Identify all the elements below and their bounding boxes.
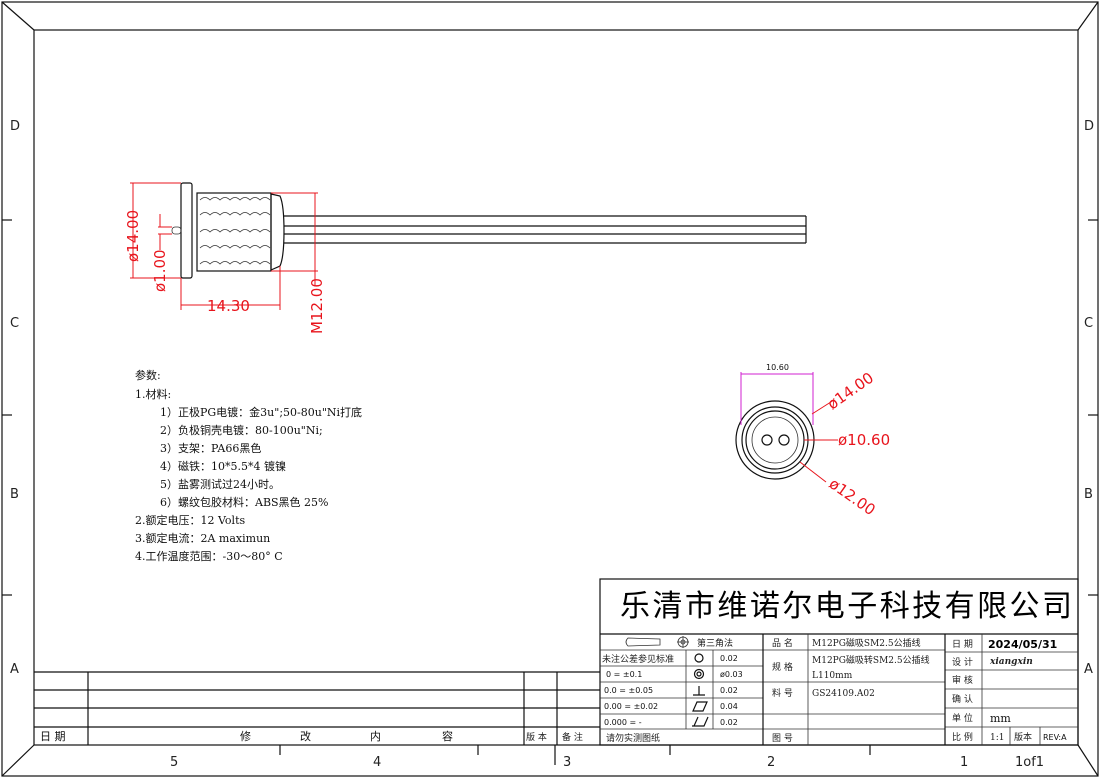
zone-c-left: C (10, 316, 19, 331)
note-line: 2.额定电压：12 Volts (135, 513, 245, 527)
tolerance-row: 0 = ±0.1 (606, 670, 642, 679)
note-line: 1.材料: (135, 387, 171, 401)
scale-value: 1:1 (990, 733, 1004, 743)
profile-value: 0.02 (720, 718, 738, 727)
rev-header-content: 容 (442, 729, 453, 743)
designer-value: xiangxin (989, 657, 1033, 667)
zone-b-left: B (10, 487, 19, 502)
dim-front-d14: ø14.00 (824, 369, 877, 414)
zone-1: 1 (960, 755, 968, 770)
projection-method: 第三角法 (697, 637, 733, 649)
zone-3: 3 (563, 755, 571, 770)
zone-c-right: C (1084, 316, 1093, 331)
spec-line-1: M12PG磁吸转SM2.5公插线 (812, 654, 930, 666)
profile-icon (692, 716, 709, 727)
dim-pin-diameter: ø1.00 (151, 249, 169, 292)
label-unit: 单 位 (952, 712, 973, 724)
zone-4: 4 (373, 755, 381, 770)
tolerance-row: 0.000 = - (604, 718, 642, 727)
dim-length: 14.30 (207, 297, 250, 315)
tolerance-header: 未注公差参见标准 (602, 653, 674, 665)
sheet-number: 1of1 (1015, 755, 1044, 770)
dim-flange-diameter: ø14.00 (124, 210, 142, 262)
label-review: 审 核 (952, 674, 973, 686)
label-date: 日 期 (952, 639, 973, 650)
label-drawing: 图 号 (772, 733, 793, 744)
note-line: 4.工作温度范围：-30～80° C (135, 549, 283, 563)
product-name: M12PG磁吸SM2.5公插线 (812, 637, 921, 649)
note-line: 4）磁铁：10*5.5*4 镀镍 (160, 459, 286, 473)
label-scale: 比 例 (952, 731, 973, 743)
zone-a-right: A (1084, 662, 1093, 677)
revision-table: 日 期 修 改 内 容 版 本 备 注 (34, 671, 600, 745)
technical-notes: 参数: 1.材料: 1）正极PG电镀：金3u";50-80u"Ni打底 2）负极… (135, 368, 362, 563)
roundness-icon (694, 653, 704, 663)
projection-circle-icon (677, 636, 689, 648)
title-block: 乐清市维诺尔电子科技有限公司 第三角法 未注公差参见标准 0.02 0 (599, 578, 1079, 746)
no-scale-note: 请勿实测图纸 (606, 732, 660, 744)
label-part: 料 号 (772, 687, 793, 699)
rev-header-content: 内 (370, 729, 381, 743)
tolerance-row: 0.0 = ±0.05 (604, 686, 653, 695)
spec-line-2: L110mm (812, 671, 853, 681)
rev-header-date: 日 期 (40, 730, 66, 743)
projection-cone-icon (625, 637, 661, 647)
unit-value: mm (990, 712, 1011, 725)
zone-labels: D C B A D C B A 5 4 3 2 1 1of1 (10, 119, 1094, 770)
note-line: 1）正极PG电镀：金3u";50-80u"Ni打底 (160, 405, 362, 419)
dim-front-d12: ø12.00 (826, 475, 879, 520)
rev-header-content: 改 (300, 729, 311, 743)
rev-header-remark: 备 注 (562, 731, 583, 743)
concentricity-icon (693, 668, 705, 680)
rev-header-version: 版 本 (526, 731, 547, 743)
dim-front-d10: ø10.60 (838, 431, 890, 449)
zone-a-left: A (10, 662, 19, 677)
flatness-icon (692, 701, 708, 712)
label-spec: 规 格 (772, 661, 793, 673)
rev-header-content: 修 (240, 729, 251, 743)
dim-front-width: 10.60 (766, 363, 789, 372)
concentricity-value: ø0.03 (720, 670, 743, 679)
note-line: 3）支架：PA66黑色 (160, 441, 261, 455)
notes-title: 参数: (135, 368, 161, 382)
roundness-value: 0.02 (720, 654, 738, 663)
flatness-value: 0.04 (720, 702, 738, 711)
date-value: 2024/05/31 (988, 638, 1057, 651)
zone-2: 2 (767, 755, 775, 770)
zone-5: 5 (170, 755, 178, 770)
label-version: 版本 (1014, 731, 1032, 743)
note-line: 6）螺纹包胶材料：ABS黑色 25% (160, 495, 329, 509)
part-number: GS24109.A02 (812, 689, 875, 699)
label-name: 品 名 (772, 637, 793, 649)
side-view: ø14.00 ø1.00 14.30 M12.00 (124, 182, 807, 334)
perpendicularity-value: 0.02 (720, 686, 738, 695)
zone-d-left: D (10, 119, 20, 134)
zone-d-right: D (1084, 119, 1094, 134)
revision-value: REV:A (1043, 733, 1067, 742)
label-confirm: 确 认 (952, 693, 973, 705)
label-design: 设 计 (952, 656, 973, 668)
tolerance-row: 0.00 = ±0.02 (604, 702, 658, 711)
perpendicularity-icon (693, 686, 705, 696)
note-line: 2）负极铜壳电镀：80-100u"Ni; (160, 423, 323, 437)
front-view: 10.60 ø14.00 ø10.60 ø12.00 (735, 363, 890, 520)
zone-b-right: B (1084, 487, 1093, 502)
note-line: 5）盐雾测试过24小时。 (160, 478, 280, 491)
note-line: 3.额定电流：2A maximun (135, 531, 270, 545)
dim-thread: M12.00 (308, 278, 326, 334)
company-name: 乐清市维诺尔电子科技有限公司 (620, 589, 1072, 624)
